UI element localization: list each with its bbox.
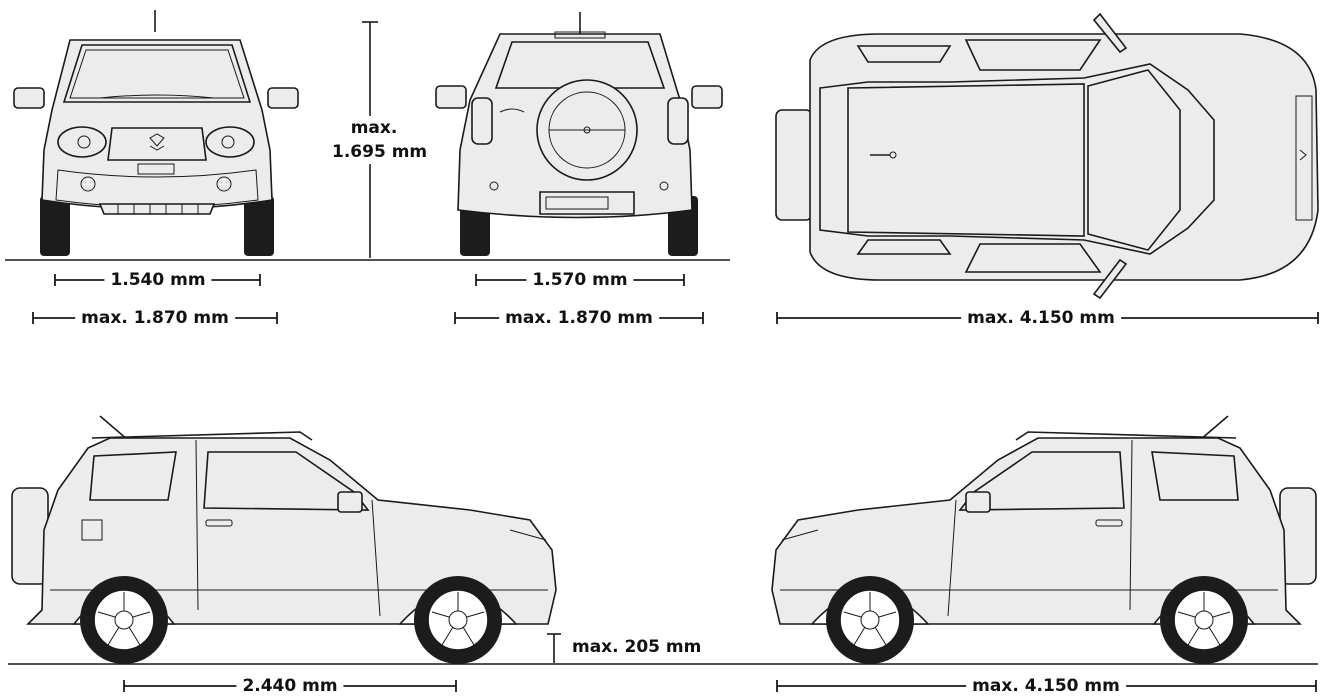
side-length-label: max. 4.150 mm: [966, 676, 1126, 696]
rear-width-label: max. 1.870 mm: [499, 308, 659, 328]
ground-clearance-label: max. 205 mm: [572, 637, 702, 657]
front-width-label: max. 1.870 mm: [75, 308, 235, 328]
top-length-label: max. 4.150 mm: [961, 308, 1121, 328]
height-label-line1: max.: [350, 118, 398, 138]
rear-view-vehicle: [435, 12, 723, 256]
height-label-line2: 1.695 mm: [332, 142, 428, 162]
top-view-vehicle: [775, 12, 1319, 300]
height-label: max. 1.695 mm: [332, 116, 428, 164]
front-track-label: 1.540 mm: [104, 270, 212, 290]
side-view-left-vehicle: [11, 415, 557, 664]
rear-track-label: 1.570 mm: [526, 270, 634, 290]
front-view-vehicle: [13, 10, 299, 256]
side-view-right-vehicle: [771, 415, 1317, 664]
wheelbase-label: 2.440 mm: [236, 676, 344, 696]
